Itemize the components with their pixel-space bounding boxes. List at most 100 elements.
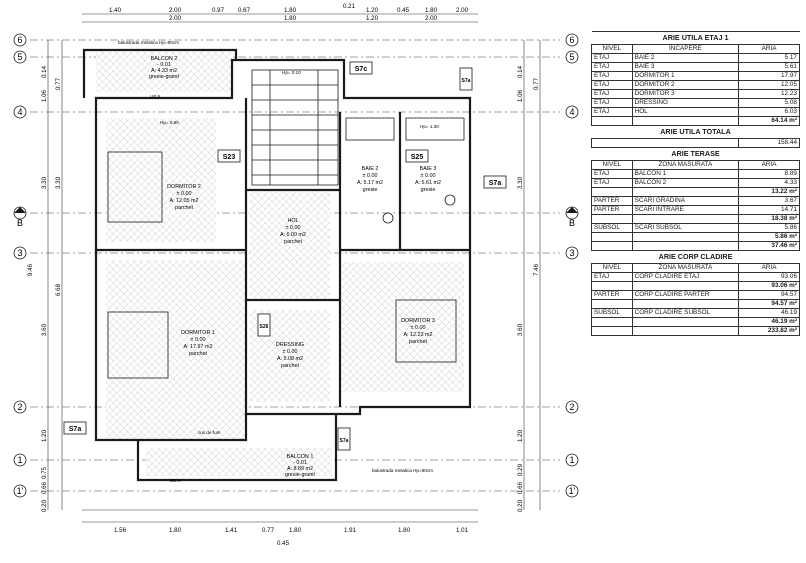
table-cell: ARIE UTILA ETAJ 1 bbox=[591, 31, 800, 45]
outer-walls bbox=[94, 58, 472, 442]
svg-text:1.01: 1.01 bbox=[456, 527, 469, 534]
svg-text:A: 8.89 m2: A: 8.89 m2 bbox=[287, 466, 313, 472]
table-title: ARIE CORP CLADIRE bbox=[591, 250, 800, 264]
svg-text:1.80: 1.80 bbox=[289, 527, 302, 534]
table-cell: ETAJ bbox=[591, 178, 633, 188]
table-cell: 6.03 bbox=[738, 107, 800, 117]
table-cell bbox=[591, 214, 633, 224]
table-cell bbox=[591, 281, 633, 291]
table-cell: SUBSOL bbox=[591, 223, 633, 233]
table-cell: ETAJ bbox=[591, 272, 633, 282]
axis-label: 5 bbox=[569, 52, 574, 62]
svg-text:S7a: S7a bbox=[489, 180, 502, 187]
table-cell: ARIA bbox=[738, 263, 800, 273]
svg-text:1.80: 1.80 bbox=[169, 527, 182, 534]
axis-label: 1 bbox=[569, 455, 574, 465]
svg-text:gresie: gresie bbox=[363, 187, 378, 193]
svg-text:2.00: 2.00 bbox=[456, 7, 469, 14]
top-dimensions: 1.40 2.00 0.97 0.67 1.80 0.21 1.20 0.45 … bbox=[82, 3, 478, 23]
table-cell: ETAJ bbox=[591, 107, 633, 117]
balcony-2-railing bbox=[82, 48, 238, 98]
svg-text:2.00: 2.00 bbox=[169, 15, 182, 22]
table-title: ARIE UTILA TOTALA bbox=[591, 125, 800, 139]
svg-text:0.97: 0.97 bbox=[212, 7, 225, 14]
svg-text:0.20: 0.20 bbox=[517, 499, 524, 512]
svg-text:1.20: 1.20 bbox=[366, 15, 379, 22]
table-cell: 93.06 m² bbox=[738, 281, 800, 291]
svg-text:S26: S26 bbox=[260, 324, 269, 330]
table-cell: BALCON 2 bbox=[631, 178, 740, 188]
balcony-1-railing bbox=[136, 414, 338, 482]
axis-label: 2 bbox=[17, 402, 22, 412]
plan-notes: balustrada metalica Hp=90cm Hp= 0.10 Hp=… bbox=[118, 40, 439, 483]
svg-text:DORMITOR 3: DORMITOR 3 bbox=[401, 318, 435, 324]
svg-text:A: 12.23 m2: A: 12.23 m2 bbox=[403, 332, 432, 338]
right-dimensions: 0.20 0.66 0.29 1.20 3.60 3.30 1.06 0.14 … bbox=[517, 40, 541, 512]
section-label: B bbox=[17, 218, 23, 228]
table-cell: BAIE 2 bbox=[631, 53, 740, 63]
section-label: B bbox=[569, 218, 575, 228]
svg-text:BALCON 1: BALCON 1 bbox=[287, 454, 314, 460]
inner-walls bbox=[96, 98, 470, 414]
table-subtotal: 18.38 m² bbox=[591, 214, 800, 224]
svg-text:Hp= 0.80: Hp= 0.80 bbox=[160, 120, 179, 125]
axis-label: 5 bbox=[17, 52, 22, 62]
table-cell: ARIE TERASE bbox=[591, 147, 800, 161]
tag-s25: S25 bbox=[405, 149, 429, 163]
table-cell: PARTER bbox=[591, 196, 633, 206]
floor-plan: 6 5 4 3 2 1 1' 6 5 4 3 2 1 1' B B 1.40 2… bbox=[13, 3, 579, 547]
svg-text:UE 5: UE 5 bbox=[150, 94, 161, 99]
table-cell: SCARI SUBSOL bbox=[631, 223, 740, 233]
table-cell: SCARI INTRARE bbox=[631, 205, 740, 215]
table-cell: 5.08 bbox=[738, 98, 800, 108]
table-cell: 5.86 bbox=[738, 223, 800, 233]
floor-dormitor-2 bbox=[106, 118, 216, 242]
table-cell bbox=[591, 317, 633, 327]
svg-text:7.46: 7.46 bbox=[533, 263, 540, 276]
table-subtotal: 46.19 m² bbox=[591, 317, 800, 327]
axis-label: 3 bbox=[17, 248, 22, 258]
axis-label: 4 bbox=[569, 107, 574, 117]
axis-markers-right: 6 5 4 3 2 1 1' bbox=[565, 33, 579, 498]
table-subtotal: 233.82 m² bbox=[591, 326, 800, 336]
svg-text:balustrada metalica Hp=90cm: balustrada metalica Hp=90cm bbox=[118, 40, 179, 45]
table-cell: BALCON 1 bbox=[631, 169, 740, 179]
svg-text:0.20: 0.20 bbox=[41, 499, 48, 512]
floor-dormitor-1 bbox=[106, 260, 246, 440]
table-cell bbox=[631, 232, 740, 242]
svg-text:A: 5.61 m2: A: 5.61 m2 bbox=[415, 180, 441, 186]
table-cell: DORMITOR 2 bbox=[631, 80, 740, 90]
table-subtotal: 64.14 m² bbox=[591, 116, 800, 126]
svg-text:2.00: 2.00 bbox=[169, 7, 182, 14]
table-cell: NIVEL bbox=[591, 263, 633, 273]
svg-text:S7c: S7c bbox=[355, 66, 368, 73]
table-cell: ETAJ bbox=[591, 71, 633, 81]
table-cell: CORP CLADIRE PARTER bbox=[631, 290, 740, 300]
axis-label: 3 bbox=[569, 248, 574, 258]
table-cell: 4.33 bbox=[738, 178, 800, 188]
svg-text:S7a: S7a bbox=[340, 438, 349, 444]
table-cell: ETAJ bbox=[591, 80, 633, 90]
staircase bbox=[251, 69, 339, 186]
table-cell bbox=[631, 326, 740, 336]
table-cell: 37.46 m² bbox=[738, 241, 800, 251]
svg-text:1.20: 1.20 bbox=[366, 7, 379, 14]
svg-text:balustrada metalica Hp=90cm: balustrada metalica Hp=90cm bbox=[372, 468, 433, 473]
table-cell: 14.71 bbox=[738, 205, 800, 215]
svg-text:1.80: 1.80 bbox=[398, 527, 411, 534]
section-mark-right: B bbox=[565, 206, 579, 228]
svg-text:9.46: 9.46 bbox=[27, 263, 34, 276]
table-cell: 3.67 bbox=[738, 196, 800, 206]
table-cell: SCARI GRADINA bbox=[631, 196, 740, 206]
axis-label: 1' bbox=[569, 486, 576, 496]
table-cell bbox=[591, 116, 633, 126]
table-cell: 5.61 bbox=[738, 62, 800, 72]
svg-text:gresie-granit: gresie-granit bbox=[285, 472, 315, 478]
